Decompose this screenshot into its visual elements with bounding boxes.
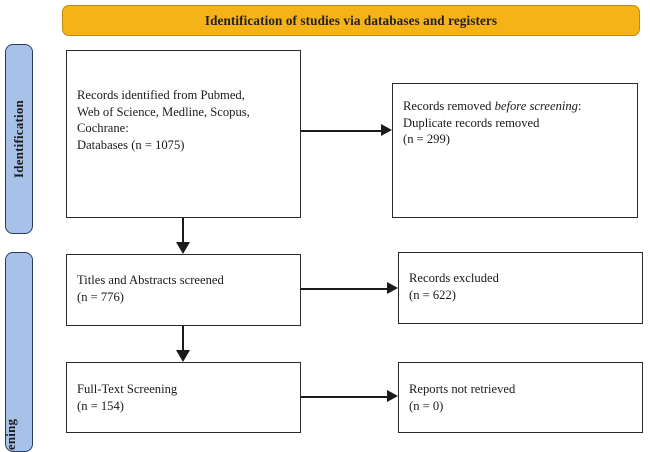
box-titles-abstracts-screened: Titles and Abstracts screened (n = 776) — [66, 254, 301, 326]
arrowhead-identified-to-removed-icon — [381, 124, 392, 136]
identification-banner-label: Identification of studies via databases … — [204, 12, 498, 28]
records-identified-line1: Records identified from Pubmed, — [77, 88, 245, 102]
records-removed-count: (n = 299) — [403, 132, 450, 147]
connector-identified-to-removed — [301, 130, 383, 133]
arrowhead-fulltext-to-notretrieved-icon — [387, 390, 398, 402]
records-removed-suffix: : — [577, 99, 582, 113]
connector-screened-to-excluded — [301, 288, 389, 291]
records-removed-prefix: Records removed — [403, 99, 495, 113]
phase-label-screening: Screening — [5, 418, 18, 451]
arrowhead-identified-to-screened-icon — [176, 242, 190, 254]
phase-bar-identification: Identification — [5, 44, 33, 234]
identification-banner: Identification of studies via databases … — [62, 5, 640, 36]
arrowhead-screened-to-excluded-icon — [387, 282, 398, 294]
arrowhead-screened-to-fulltext-icon — [176, 350, 190, 362]
box-full-text-screening: Full-Text Screening (n = 154) — [66, 362, 301, 433]
titles-screened-count: (n = 776) — [77, 289, 124, 304]
reports-not-retrieved-line1: Reports not retrieved — [409, 382, 516, 396]
records-identified-line2: Web of Science, Medline, Scopus, — [77, 104, 250, 119]
box-records-removed: Records removed before screening: Duplic… — [392, 83, 638, 218]
full-text-screening-count: (n = 154) — [77, 398, 124, 413]
box-reports-not-retrieved: Reports not retrieved (n = 0) — [398, 362, 643, 433]
connector-screened-to-fulltext — [182, 326, 185, 353]
connector-fulltext-to-notretrieved — [301, 396, 389, 399]
box-records-identified: Records identified from Pubmed, Web of S… — [66, 50, 301, 218]
full-text-screening-line1: Full-Text Screening — [77, 382, 178, 396]
connector-identified-to-screened — [182, 218, 185, 245]
records-identified-databases-count: Databases (n = 1075) — [77, 137, 185, 152]
phase-label-identification: Identification — [11, 100, 26, 178]
records-removed-line1: Records removed before screening: — [403, 98, 627, 115]
records-identified-line3: Cochrane: — [77, 121, 129, 136]
records-excluded-line1: Records excluded — [409, 271, 499, 285]
records-excluded-count: (n = 622) — [409, 287, 456, 302]
prisma-flow-diagram: Identification of studies via databases … — [5, 5, 643, 452]
titles-screened-line1: Titles and Abstracts screened — [77, 273, 224, 287]
phase-bar-screening: Screening — [5, 252, 33, 452]
box-records-excluded: Records excluded (n = 622) — [398, 252, 643, 324]
records-removed-emphasis: before screening — [494, 99, 578, 113]
records-removed-line2: Duplicate records removed — [403, 115, 540, 130]
reports-not-retrieved-count: (n = 0) — [409, 398, 444, 413]
